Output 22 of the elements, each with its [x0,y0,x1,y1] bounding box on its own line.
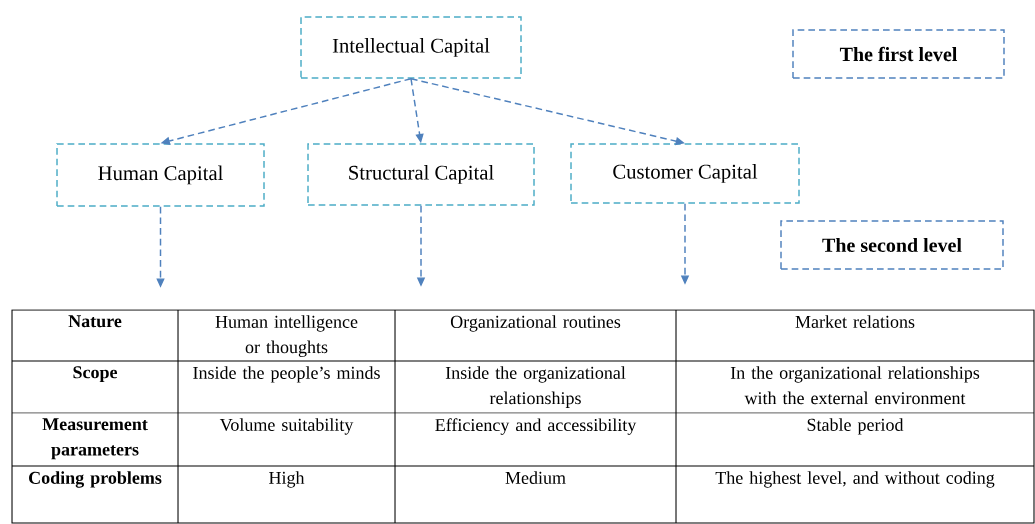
row-header: Scope [73,366,118,382]
capital-box: Human Capital [56,143,265,207]
table-cell-text: The highest level, and without coding [715,471,995,488]
table-cell-text: Volume suitability [219,418,354,435]
level-box: The first level [792,29,1005,79]
row-header: Coding problems [29,471,162,488]
table-cell-text: Inside the organizational relationships [445,366,626,408]
level-box: The second level [780,220,1004,270]
table-cell-text: Organizational routines [450,315,621,332]
table-cell-text: Human intelligence or thoughts [215,315,358,357]
capital-box: Customer Capital [570,143,800,204]
table-cell-text: Medium [505,471,566,484]
row-header: Nature [68,315,122,328]
table-cell-text: High [269,471,305,488]
capital-box: Intellectual Capital [300,16,522,79]
table-cell-text: In the organizational relationships with the external environment [730,366,980,405]
row-header: Measurement parameters [42,418,148,460]
table-cell-text: Inside the people’s minds [193,366,380,383]
table-cell-text: Market relations [795,315,915,328]
capital-box: Structural Capital [307,143,535,206]
table-cell-text: Stable period [807,418,904,435]
table-cell-text: Efficiency and accessibility [435,418,637,435]
